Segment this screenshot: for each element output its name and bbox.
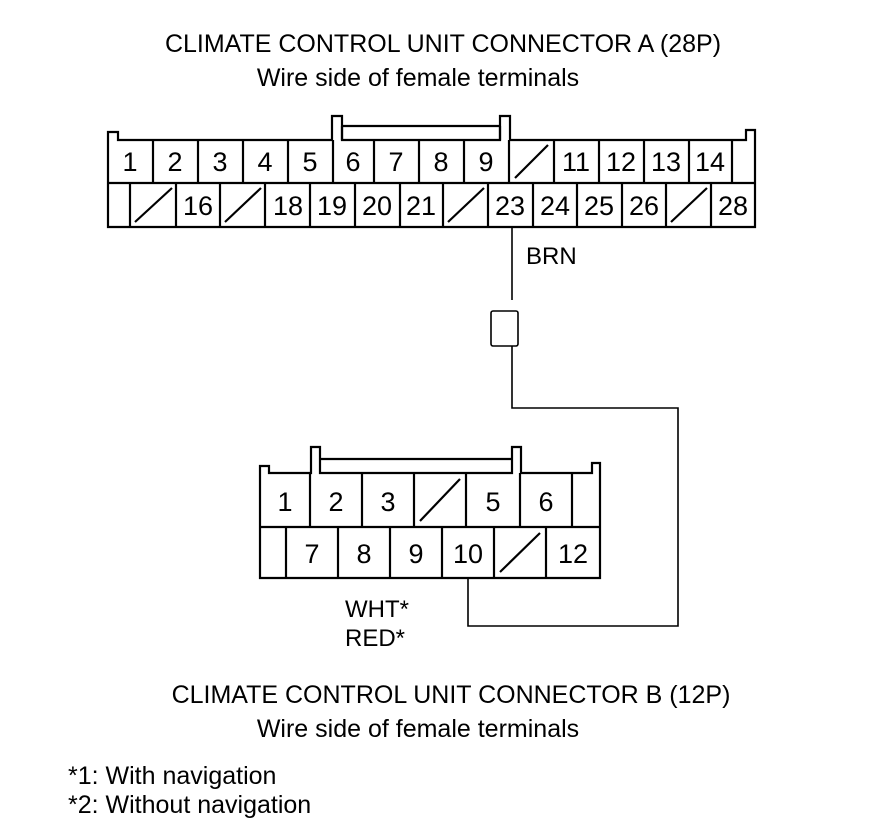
connector-a-pin-9: 9 bbox=[478, 147, 493, 177]
connector-a-pin-5: 5 bbox=[302, 147, 317, 177]
connector-a-pin-13: 13 bbox=[651, 147, 681, 177]
connector-a-pin-24: 24 bbox=[540, 191, 570, 221]
connector-b-pin-6: 6 bbox=[538, 487, 553, 517]
connector-b-pin-12: 12 bbox=[558, 539, 588, 569]
connector-a-pin-16: 16 bbox=[183, 191, 213, 221]
wire-label-wht: WHT* bbox=[345, 596, 409, 623]
connector-b-pin-7: 7 bbox=[304, 539, 319, 569]
connector-b: 1 2 3 5 6 7 8 9 10 12 bbox=[258, 445, 602, 580]
wire-harness: BRN bbox=[467, 227, 679, 627]
connector-b-title: CLIMATE CONTROL UNIT CONNECTOR B (12P) bbox=[172, 681, 731, 709]
connector-b-pin-3: 3 bbox=[380, 487, 395, 517]
connector-a-pin-14: 14 bbox=[695, 147, 725, 177]
connector-a-title: CLIMATE CONTROL UNIT CONNECTOR A (28P) bbox=[165, 30, 721, 58]
connector-a-pin-4: 4 bbox=[257, 147, 272, 177]
connector-a-unused-slash bbox=[514, 144, 549, 179]
connector-a-row2-grid bbox=[128, 183, 713, 227]
wire-route bbox=[467, 346, 679, 627]
connector-a-unused-slash bbox=[134, 187, 173, 223]
connector-a-row1-grid bbox=[151, 140, 734, 183]
connector-a-pin-1: 1 bbox=[122, 147, 137, 177]
inline-connector bbox=[490, 310, 519, 347]
wire-label-brn: BRN bbox=[526, 243, 577, 270]
connector-a: 1 2 3 4 5 6 7 8 9 11 12 13 14 16 18 19 2… bbox=[106, 114, 757, 229]
connector-a-pin-12: 12 bbox=[606, 147, 636, 177]
connector-a-pin-7: 7 bbox=[388, 147, 403, 177]
connector-a-unused-slash bbox=[447, 187, 485, 223]
connector-b-unused-slash bbox=[419, 478, 461, 522]
connector-b-subtitle: Wire side of female terminals bbox=[257, 715, 579, 743]
connector-a-pin-18: 18 bbox=[273, 191, 303, 221]
connector-a-pin-21: 21 bbox=[406, 191, 436, 221]
connector-b-pin-8: 8 bbox=[356, 539, 371, 569]
footnote-1: *1: With navigation bbox=[68, 762, 276, 790]
footnote-2: *2: Without navigation bbox=[68, 791, 311, 819]
connector-b-pin-5: 5 bbox=[485, 487, 500, 517]
connector-a-pin-26: 26 bbox=[629, 191, 659, 221]
connector-a-pin-25: 25 bbox=[584, 191, 614, 221]
connector-a-pin-19: 19 bbox=[317, 191, 347, 221]
connector-a-unused-slash bbox=[224, 187, 262, 223]
connector-a-pin-2: 2 bbox=[167, 147, 182, 177]
connector-a-subtitle: Wire side of female terminals bbox=[257, 64, 579, 92]
connector-a-pin-20: 20 bbox=[362, 191, 392, 221]
connector-a-unused-slash bbox=[670, 187, 708, 223]
connector-a-pin-23: 23 bbox=[495, 191, 525, 221]
connector-a-pin-11: 11 bbox=[562, 147, 590, 177]
connector-a-pin-28: 28 bbox=[718, 191, 748, 221]
connector-b-pin-10: 10 bbox=[453, 539, 483, 569]
connector-a-pin-3: 3 bbox=[212, 147, 227, 177]
connector-a-pin-6: 6 bbox=[345, 147, 360, 177]
wire-label-red: RED* bbox=[345, 625, 405, 652]
connector-b-pin-9: 9 bbox=[408, 539, 423, 569]
connector-a-pin-8: 8 bbox=[433, 147, 448, 177]
connector-b-pin-2: 2 bbox=[328, 487, 343, 517]
connector-b-pin-1: 1 bbox=[277, 487, 292, 517]
connector-b-unused-slash bbox=[499, 532, 541, 573]
